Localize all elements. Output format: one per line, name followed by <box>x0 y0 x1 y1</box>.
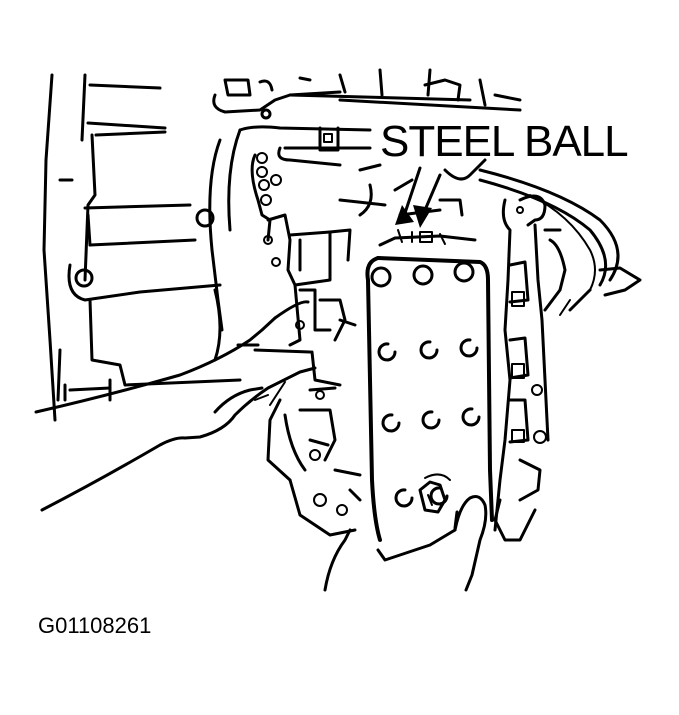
left-hand <box>34 300 317 512</box>
valve-body-right-section <box>493 194 567 542</box>
bolt-hole <box>421 410 441 430</box>
bolt-hole <box>453 261 475 283</box>
bolt-hole <box>459 338 479 358</box>
bolt-hole <box>370 266 392 288</box>
wiring-harness <box>478 168 642 316</box>
bolt-hole <box>461 407 481 427</box>
steel-ball-arrows <box>393 158 487 228</box>
upper-housing <box>208 68 522 332</box>
bolt-holes <box>370 261 481 508</box>
steel-ball-callout-label: STEEL BALL <box>380 117 629 166</box>
bolt-hole <box>412 264 434 286</box>
bolt-hole <box>377 342 397 362</box>
right-hand <box>323 473 488 592</box>
separator-plate <box>365 229 494 542</box>
bolt-hole <box>381 413 401 433</box>
steel-ball-arrow-right <box>413 205 432 228</box>
bolt-hole <box>394 488 414 508</box>
figure-id-label: G01108261 <box>38 613 152 638</box>
valve-body-left-section <box>250 152 362 537</box>
bolt-hole <box>419 340 439 360</box>
